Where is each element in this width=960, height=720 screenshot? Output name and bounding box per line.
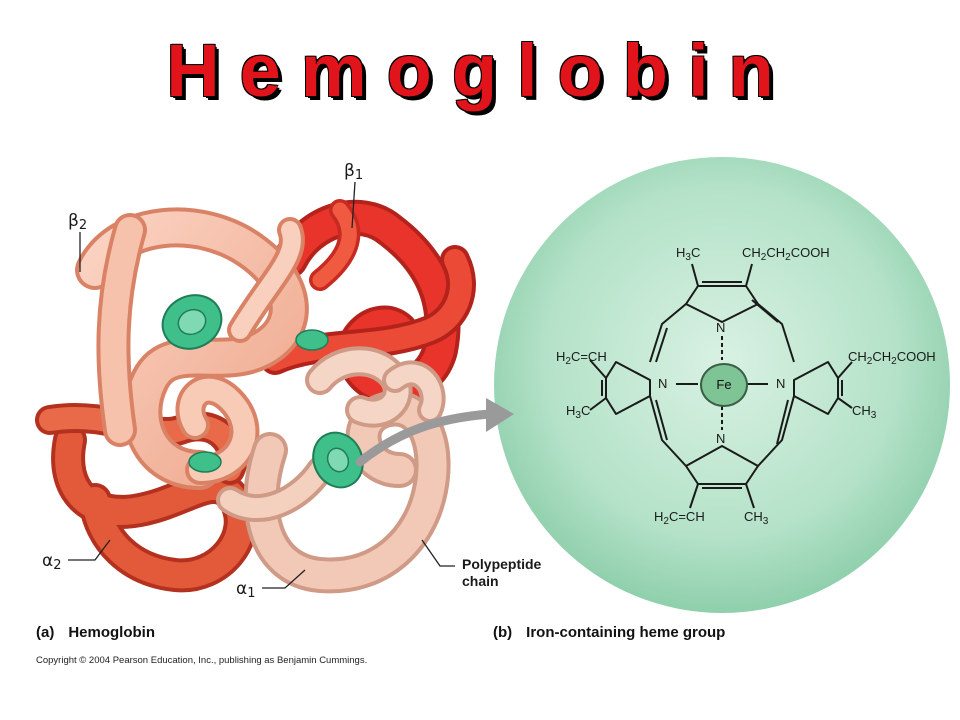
- group-bottom-left: H2C=CH: [654, 509, 705, 528]
- heme-disk-alpha2: [188, 451, 222, 473]
- nitrogen-bottom: N: [716, 431, 726, 446]
- label-alpha1: α1: [236, 579, 256, 601]
- alpha2-leader: [68, 539, 111, 561]
- alpha1-chain: [216, 346, 451, 594]
- page-title: Hemoglobin: [166, 29, 794, 112]
- heme-disk-alpha1: [312, 431, 364, 489]
- caption-a: (a)Hemoglobin: [36, 624, 156, 641]
- label-alpha2: α2: [42, 551, 62, 573]
- zoom-arrow-head: [486, 398, 514, 432]
- heme-disk-beta2: [161, 294, 223, 350]
- label-beta2: β2: [68, 211, 88, 233]
- zoom-arrow: [355, 409, 495, 467]
- copyright-notice: Copyright © 2004 Pearson Education, Inc.…: [36, 655, 368, 666]
- polypeptide-leader: [421, 539, 455, 567]
- alpha1-leader: [262, 569, 306, 589]
- group-top-right: CH2CH2COOH: [742, 245, 830, 264]
- nitrogen-right: N: [776, 376, 786, 391]
- nitrogen-top: N: [716, 320, 726, 335]
- group-left-upper: H2C=CH: [556, 349, 607, 368]
- beta1-leader: [351, 181, 356, 229]
- iron-atom: Fe: [700, 363, 748, 407]
- beta2-chain: [75, 207, 309, 490]
- label-polypeptide-chain: Polypeptide chain: [462, 556, 542, 589]
- group-top-left: H3C: [676, 245, 701, 264]
- porphyrin-skeleton: [589, 263, 853, 509]
- caption-b: (b)Iron-containing heme group: [493, 624, 726, 641]
- group-right-upper: CH2CH2COOH: [848, 349, 936, 368]
- group-bottom-right: CH3: [744, 509, 769, 528]
- nitrogen-left: N: [658, 376, 668, 391]
- group-left-lower: H3C: [566, 403, 591, 422]
- group-right-lower: CH3: [852, 403, 877, 422]
- heme-disk-beta1: [295, 329, 329, 351]
- label-beta1: β1: [344, 161, 364, 183]
